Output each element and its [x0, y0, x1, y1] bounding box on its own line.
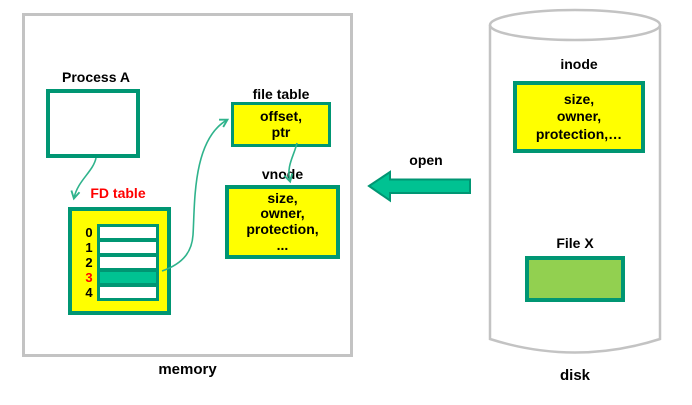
file-table-content: offset, ptr — [260, 107, 302, 140]
file-table-box: offset, ptr — [231, 102, 331, 147]
fd-row-number-2: 2 — [85, 255, 93, 270]
open-label: open — [409, 152, 443, 168]
fd-slot-list — [97, 224, 159, 301]
fd-table-label: FD table — [90, 185, 146, 201]
disk-cylinder-body-fill — [490, 25, 660, 353]
fd-row-numbers: 0 1 2 3 4 — [82, 226, 96, 299]
vnode-content: size, owner, protection, ... — [246, 189, 319, 253]
file-table-label: file table — [252, 86, 310, 102]
disk-cylinder-body-outline — [488, 25, 662, 354]
process-a-box — [46, 89, 140, 158]
file-x-box — [525, 256, 625, 302]
file-x-label: File X — [556, 235, 594, 251]
open-block-arrow-icon — [367, 170, 471, 203]
fd-row-number-1: 1 — [85, 240, 93, 255]
fd-slot-2 — [100, 257, 156, 268]
inode-box: size, owner, protection,… — [513, 81, 645, 153]
inode-content: size, owner, protection,… — [535, 90, 623, 142]
vnode-box: size, owner, protection, ... — [225, 185, 340, 259]
inode-label: inode — [560, 56, 598, 72]
fd-row-number-0: 0 — [85, 225, 93, 240]
fd-row-number-3: 3 — [85, 270, 93, 285]
process-a-label: Process A — [62, 69, 130, 85]
fd-slot-0 — [100, 227, 156, 238]
disk-cylinder-top — [488, 8, 662, 42]
vnode-label: vnode — [261, 166, 304, 182]
memory-label: memory — [158, 361, 217, 378]
fd-slot-4 — [100, 287, 156, 298]
fd-slot-3-selected — [100, 272, 156, 283]
fd-row-number-4: 4 — [85, 285, 93, 300]
disk-label: disk — [559, 367, 590, 384]
fd-slot-1 — [100, 242, 156, 253]
